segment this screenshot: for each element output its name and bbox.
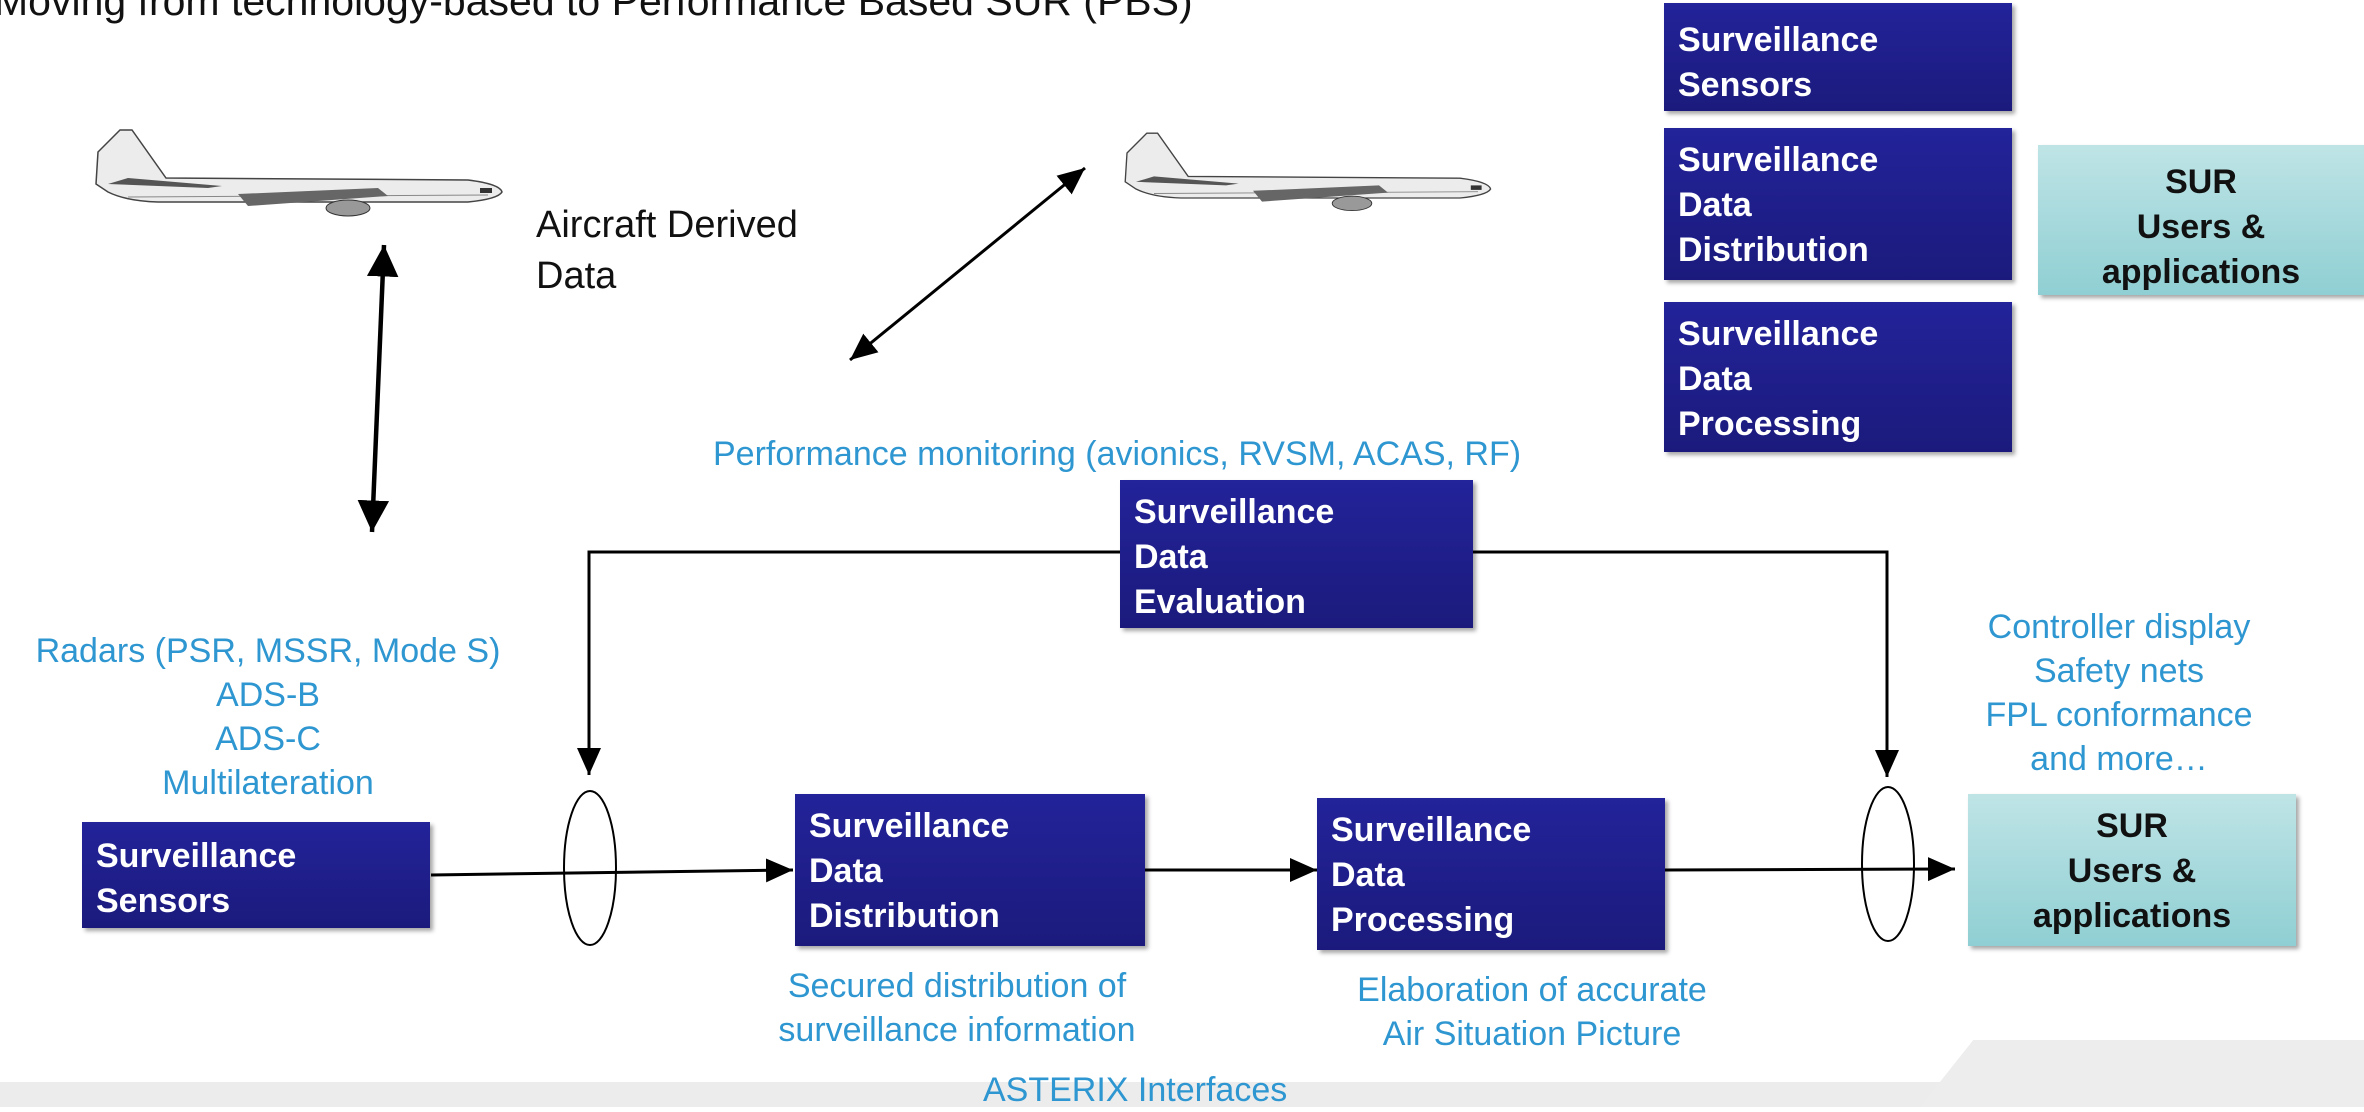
asterix-interface-ellipse-right [1861,786,1915,942]
aircraft-derived-data-label: Aircraft Derived Data [536,204,798,297]
asterix-interface-ellipse-left [563,790,617,946]
user-applications-list: Controller display Safety nets FPL confo… [1985,608,2253,778]
evaluation-feedback-left [577,550,1122,775]
sensor-link-arrow [357,244,399,533]
aircraft-derived-arrow [849,166,1086,362]
surveillance-data-evaluation-box: Surveillance Data Evaluation [1120,480,1473,628]
aircraft-icon [95,129,503,217]
surveillance-sensors-box: Surveillance Sensors [82,822,430,928]
distribution-note: Secured distribution of surveillance inf… [778,967,1136,1049]
sensor-types-list: Radars (PSR, MSSR, Mode S) ADS-B ADS-C M… [35,632,501,802]
slide-title: Moving from technology-based to Performa… [0,0,1193,24]
sensors-to-distribution-arrow [430,858,794,883]
legend-sur-users-applications: SUR Users & applications [2038,145,2364,295]
legend-surveillance-data-distribution: Surveillance Data Distribution [1664,128,2012,280]
asterix-interfaces-label: ASTERIX Interfaces [983,1071,1288,1109]
processing-note: Elaboration of accurate Air Situation Pi… [1357,971,1707,1053]
processing-to-users-arrow [1663,857,1956,882]
sur-users-applications-box: SUR Users & applications [1968,794,2296,946]
footer-corner-shape [1920,1040,2364,1107]
legend-surveillance-data-processing: Surveillance Data Processing [1664,302,2012,452]
surveillance-data-processing-box: Surveillance Data Processing [1317,798,1665,950]
evaluation-feedback-right [1473,550,1899,777]
legend-surveillance-sensors: Surveillance Sensors [1664,3,2012,111]
performance-monitoring-label: Performance monitoring (avionics, RVSM, … [713,435,1522,473]
surveillance-data-distribution-box: Surveillance Data Distribution [795,794,1145,946]
aircraft-icon [1124,132,1492,212]
